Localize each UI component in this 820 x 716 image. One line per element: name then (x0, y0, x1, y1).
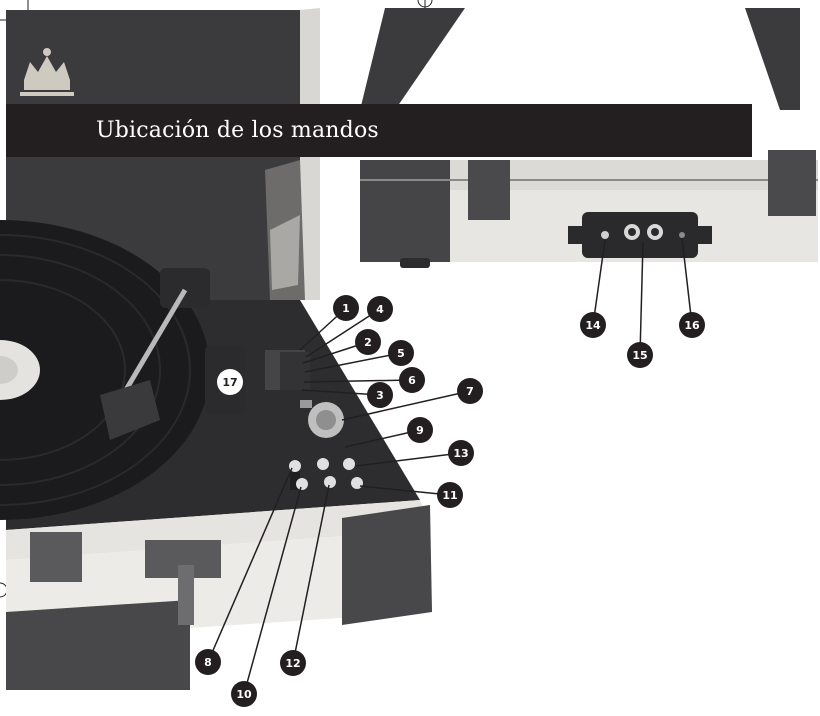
callout-7: 7 (457, 378, 483, 404)
callout-12: 12 (280, 650, 306, 676)
callout-5: 5 (388, 340, 414, 366)
callout-4: 4 (367, 296, 393, 322)
callout-1: 1 (333, 295, 359, 321)
callout-8: 8 (195, 649, 221, 675)
callout-17: 17 (217, 369, 243, 395)
title-banner: Ubicación de los mandos (6, 104, 752, 157)
page-title: Ubicación de los mandos (96, 118, 379, 143)
callout-16: 16 (679, 312, 705, 338)
callout-11: 11 (437, 482, 463, 508)
vinyl-record (0, 220, 210, 520)
callout-9: 9 (407, 417, 433, 443)
closed-case (360, 8, 818, 268)
callout-14: 14 (580, 312, 606, 338)
callout-3: 3 (367, 382, 393, 408)
callout-15: 15 (627, 342, 653, 368)
leader-lines (207, 237, 693, 695)
callout-2: 2 (355, 329, 381, 355)
callout-13: 13 (448, 440, 474, 466)
callout-10: 10 (231, 681, 257, 707)
crown-logo (20, 48, 74, 96)
callout-6: 6 (399, 367, 425, 393)
